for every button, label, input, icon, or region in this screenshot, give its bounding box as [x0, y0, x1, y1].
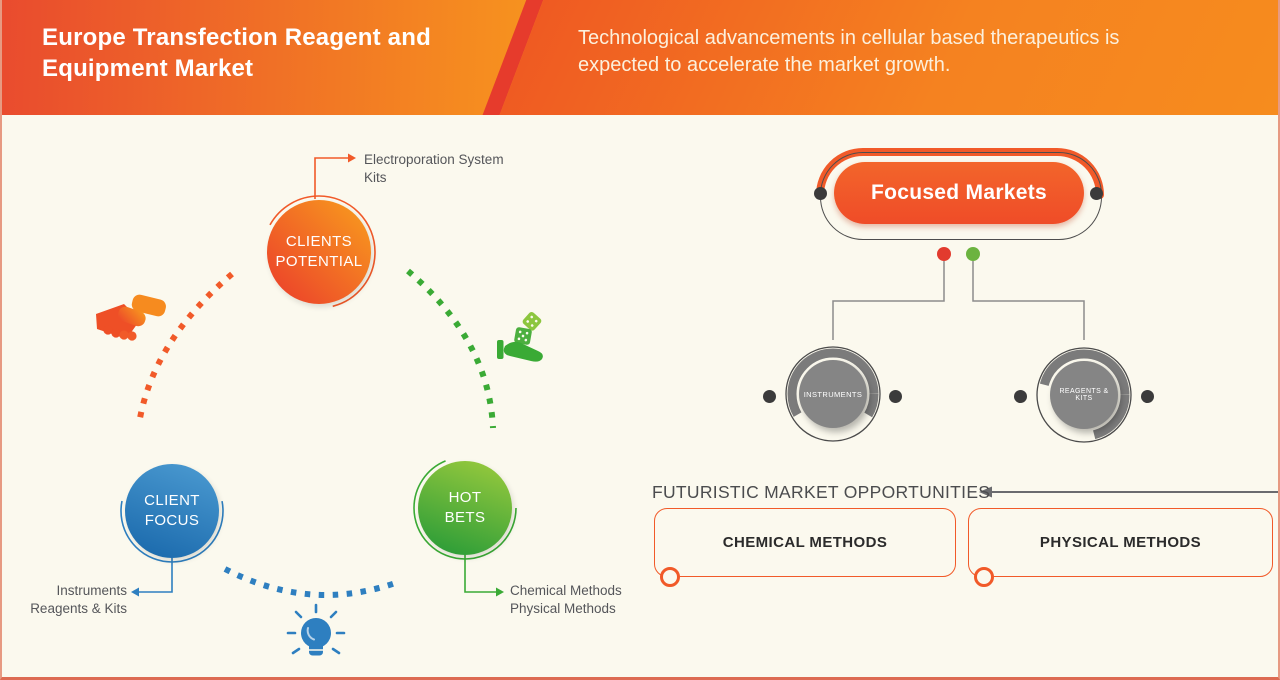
physical-box-ring — [974, 567, 994, 587]
opportunities-heading: FUTURISTIC MARKET OPPORTUNITIES — [652, 482, 990, 503]
focused-markets-pill: Focused Markets — [834, 162, 1084, 224]
chemical-methods-label: CHEMICAL METHODS — [722, 534, 888, 551]
reagents-kits-node: REAGENTS & KITS — [1050, 361, 1118, 429]
methods-note-line1: Chemical Methods — [510, 583, 622, 598]
reagents-right-dot — [1141, 390, 1154, 403]
handshake-icon — [96, 294, 166, 341]
page-subtitle-line1: Technological advancements in cellular b… — [578, 27, 1120, 49]
client-focus-connector — [131, 558, 173, 597]
hot-bets-label-line2: BETS — [444, 509, 486, 526]
pill-left-dot — [814, 187, 827, 200]
electroporation-note-line1: Electroporation System — [364, 152, 504, 167]
instruments-outline-circle — [785, 346, 881, 442]
header-banner — [2, 0, 1278, 115]
dotted-arc-green — [406, 268, 496, 429]
opportunities-heading-text: FUTURISTIC MARKET OPPORTUNITIES — [652, 482, 991, 502]
physical-methods-label: PHYSICAL METHODS — [1039, 534, 1202, 551]
methods-note: Chemical Methods Physical Methods — [510, 582, 622, 617]
client-focus-label-line1: CLIENT — [144, 492, 200, 509]
hot-bets-label-line1: HOT — [448, 489, 482, 506]
instruments-thick-arc — [787, 348, 879, 440]
instruments-note: Instruments Reagents & Kits — [10, 582, 127, 617]
clients-potential-circle: CLIENTS POTENTIAL — [267, 200, 371, 304]
instruments-left-dot — [763, 390, 776, 403]
reagents-outline-circle — [1036, 347, 1132, 443]
chemical-box-ring — [660, 567, 680, 587]
chemical-methods-box: CHEMICAL METHODS — [654, 508, 956, 577]
clients-potential-ring-arc — [262, 195, 376, 309]
lightbulb-icon — [286, 603, 346, 656]
page-title: Europe Transfection Reagent and Equipmen… — [42, 22, 431, 84]
green-branch-dot — [966, 247, 980, 261]
page-title-line2: Equipment Market — [42, 55, 254, 82]
electroporation-note-line2: Kits — [364, 169, 387, 185]
physical-methods-box: PHYSICAL METHODS — [968, 508, 1273, 577]
instruments-note-line2: Reagents & Kits — [30, 600, 127, 616]
red-branch-dot — [937, 247, 951, 261]
clients-potential-connector — [314, 153, 356, 199]
instruments-right-dot — [889, 390, 902, 403]
hot-bets-connector — [464, 555, 504, 597]
page-title-line1: Europe Transfection Reagent and — [42, 24, 431, 51]
focused-markets-title: Focused Markets — [870, 181, 1048, 204]
focused-markets-connectors — [832, 261, 1085, 340]
clients-potential-label-line2: POTENTIAL — [275, 253, 363, 270]
reagents-thick-arc — [1038, 349, 1130, 441]
methods-note-line2: Physical Methods — [510, 600, 616, 616]
reagents-kits-node-label: REAGENTS & KITS — [1059, 388, 1109, 402]
instruments-note-line1: Instruments — [56, 583, 127, 598]
reagents-left-dot — [1014, 390, 1027, 403]
dotted-arc-blue — [223, 566, 403, 598]
pill-right-dot — [1090, 187, 1103, 200]
hot-bets-circle: HOT BETS — [418, 461, 512, 555]
page-subtitle-line2: expected to accelerate the market growth… — [578, 54, 951, 76]
page-subtitle: Technological advancements in cellular b… — [578, 25, 1119, 79]
electroporation-note: Electroporation System Kits — [364, 151, 504, 186]
clients-potential-label-line1: CLIENTS — [285, 233, 353, 250]
client-focus-circle: CLIENT FOCUS — [125, 464, 219, 558]
opportunities-arrow — [979, 486, 1278, 498]
instruments-node-label: INSTRUMENTS — [803, 389, 863, 399]
dice-hand-icon — [497, 311, 543, 362]
instruments-node: INSTRUMENTS — [799, 360, 867, 428]
client-focus-label-line2: FOCUS — [144, 512, 200, 529]
dotted-arc-orange — [136, 271, 234, 425]
